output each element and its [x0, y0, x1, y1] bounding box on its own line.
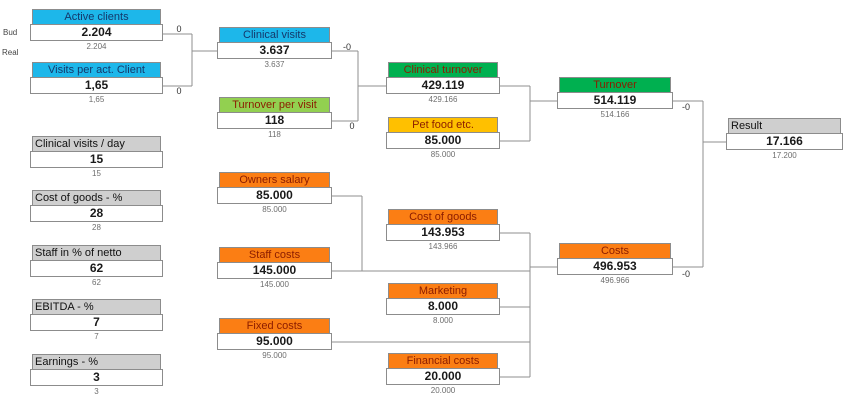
- real-value: 8.000: [432, 316, 454, 325]
- budget-value-cell[interactable]: 514.119: [557, 92, 673, 109]
- real-value: 514.166: [600, 110, 630, 119]
- node-title: Marketing: [388, 283, 498, 299]
- node-earnings-pct: Earnings - % 3 3: [30, 354, 163, 396]
- budget-value-cell[interactable]: 2.204: [30, 24, 163, 41]
- node-title: Staff costs: [219, 247, 330, 263]
- node-title: Earnings - %: [32, 354, 161, 370]
- real-value: 15: [92, 169, 101, 178]
- bud-row-label: Bud: [3, 28, 18, 37]
- delta-label-visits: 0: [176, 86, 182, 96]
- node-title: Pet food etc.: [388, 117, 498, 133]
- real-value: 85.000: [262, 205, 287, 214]
- node-clinical-visits-day: Clinical visits / day 15 15: [30, 136, 163, 178]
- real-value: 62: [92, 278, 101, 287]
- real-value: 145.000: [260, 280, 289, 289]
- real-value: 20.000: [430, 386, 456, 395]
- real-row-label: Real: [2, 48, 19, 57]
- real-value: 429.166: [428, 95, 458, 104]
- budget-value-cell[interactable]: 62: [30, 260, 163, 277]
- budget-value-cell[interactable]: 118: [217, 112, 332, 129]
- node-title: Active clients: [32, 9, 161, 25]
- node-title: Fixed costs: [219, 318, 330, 334]
- node-title: Owners salary: [219, 172, 330, 188]
- budget-value-cell[interactable]: 429.119: [386, 77, 500, 94]
- budget-value-cell[interactable]: 85.000: [386, 132, 500, 149]
- budget-value-cell[interactable]: 95.000: [217, 333, 332, 350]
- node-title: Costs: [559, 243, 671, 259]
- budget-value-cell[interactable]: 3.637: [217, 42, 332, 59]
- real-value: 28: [92, 223, 101, 232]
- real-value: 2.204: [86, 42, 107, 51]
- node-title: Result: [728, 118, 841, 134]
- delta-label-costs: -0: [681, 269, 690, 279]
- budget-value-cell[interactable]: 17.166: [726, 133, 843, 150]
- node-cost-of-goods-pct: Cost of goods - % 28 28: [30, 190, 163, 232]
- budget-value-cell[interactable]: 15: [30, 151, 163, 168]
- node-title: Turnover per visit: [219, 97, 330, 113]
- node-ebitda-pct: EBITDA - % 7 7: [30, 299, 163, 341]
- node-title: Cost of goods - %: [32, 190, 161, 206]
- budget-value-cell[interactable]: 143.953: [386, 224, 500, 241]
- delta-label-clinical-visits: -0: [342, 42, 351, 52]
- node-title: Visits per act. Client: [32, 62, 161, 78]
- node-title: EBITDA - %: [32, 299, 161, 315]
- real-value: 3: [94, 387, 99, 396]
- real-value: 3.637: [264, 60, 285, 69]
- node-title: Clinical visits / day: [32, 136, 161, 152]
- real-value: 95.000: [262, 351, 287, 360]
- budget-value-cell[interactable]: 7: [30, 314, 163, 331]
- node-title: Staff in % of netto: [32, 245, 161, 261]
- node-title: Financial costs: [388, 353, 498, 369]
- real-value: 17.200: [772, 151, 797, 160]
- real-value: 1,65: [88, 95, 105, 104]
- node-title: Clinical visits: [219, 27, 330, 43]
- delta-label-active-clients: 0: [176, 24, 182, 34]
- budget-value-cell[interactable]: 496.953: [557, 258, 673, 275]
- node-staff-in-pct-of-netto: Staff in % of netto 62 62: [30, 245, 163, 287]
- budget-value-cell[interactable]: 20.000: [386, 368, 500, 385]
- node-clinical-turnover: Clinical turnover 429.119 429.166: [386, 62, 500, 104]
- node-fixed-costs: Fixed costs 95.000 95.000: [217, 318, 332, 360]
- delta-label-turnover-visit: 0: [349, 121, 355, 131]
- real-value: 143.966: [428, 242, 458, 251]
- budget-value-cell[interactable]: 85.000: [217, 187, 332, 204]
- node-clinical-visits: Clinical visits 3.637 3.637: [217, 27, 332, 69]
- node-title: Turnover: [559, 77, 671, 93]
- node-title: Cost of goods: [388, 209, 498, 225]
- node-turnover: Turnover 514.119 514.166: [557, 77, 673, 119]
- node-visits-per-act-client: Visits per act. Client 1,65 1,65: [30, 62, 163, 104]
- budget-value-cell[interactable]: 28: [30, 205, 163, 222]
- node-result: Result 17.166 17.200: [726, 118, 843, 160]
- node-staff-costs: Staff costs 145.000 145.000: [217, 247, 332, 289]
- node-pet-food: Pet food etc. 85.000 85.000: [386, 117, 500, 159]
- node-active-clients: Active clients 2.204 2.204: [30, 9, 163, 51]
- real-value: 7: [94, 332, 99, 341]
- real-value: 496.966: [600, 276, 630, 285]
- node-title: Clinical turnover: [388, 62, 498, 78]
- delta-label-turnover: -0: [681, 102, 690, 112]
- node-turnover-per-visit: Turnover per visit 118 118: [217, 97, 332, 139]
- node-marketing: Marketing 8.000 8.000: [386, 283, 500, 325]
- real-value: 118: [268, 130, 281, 139]
- node-cost-of-goods: Cost of goods 143.953 143.966: [386, 209, 500, 251]
- budget-value-cell[interactable]: 3: [30, 369, 163, 386]
- real-value: 85.000: [430, 150, 456, 159]
- node-owners-salary: Owners salary 85.000 85.000: [217, 172, 332, 214]
- budget-value-cell[interactable]: 8.000: [386, 298, 500, 315]
- node-costs: Costs 496.953 496.966: [557, 243, 673, 285]
- budget-value-cell[interactable]: 145.000: [217, 262, 332, 279]
- budget-value-cell[interactable]: 1,65: [30, 77, 163, 94]
- node-financial-costs: Financial costs 20.000 20.000: [386, 353, 500, 395]
